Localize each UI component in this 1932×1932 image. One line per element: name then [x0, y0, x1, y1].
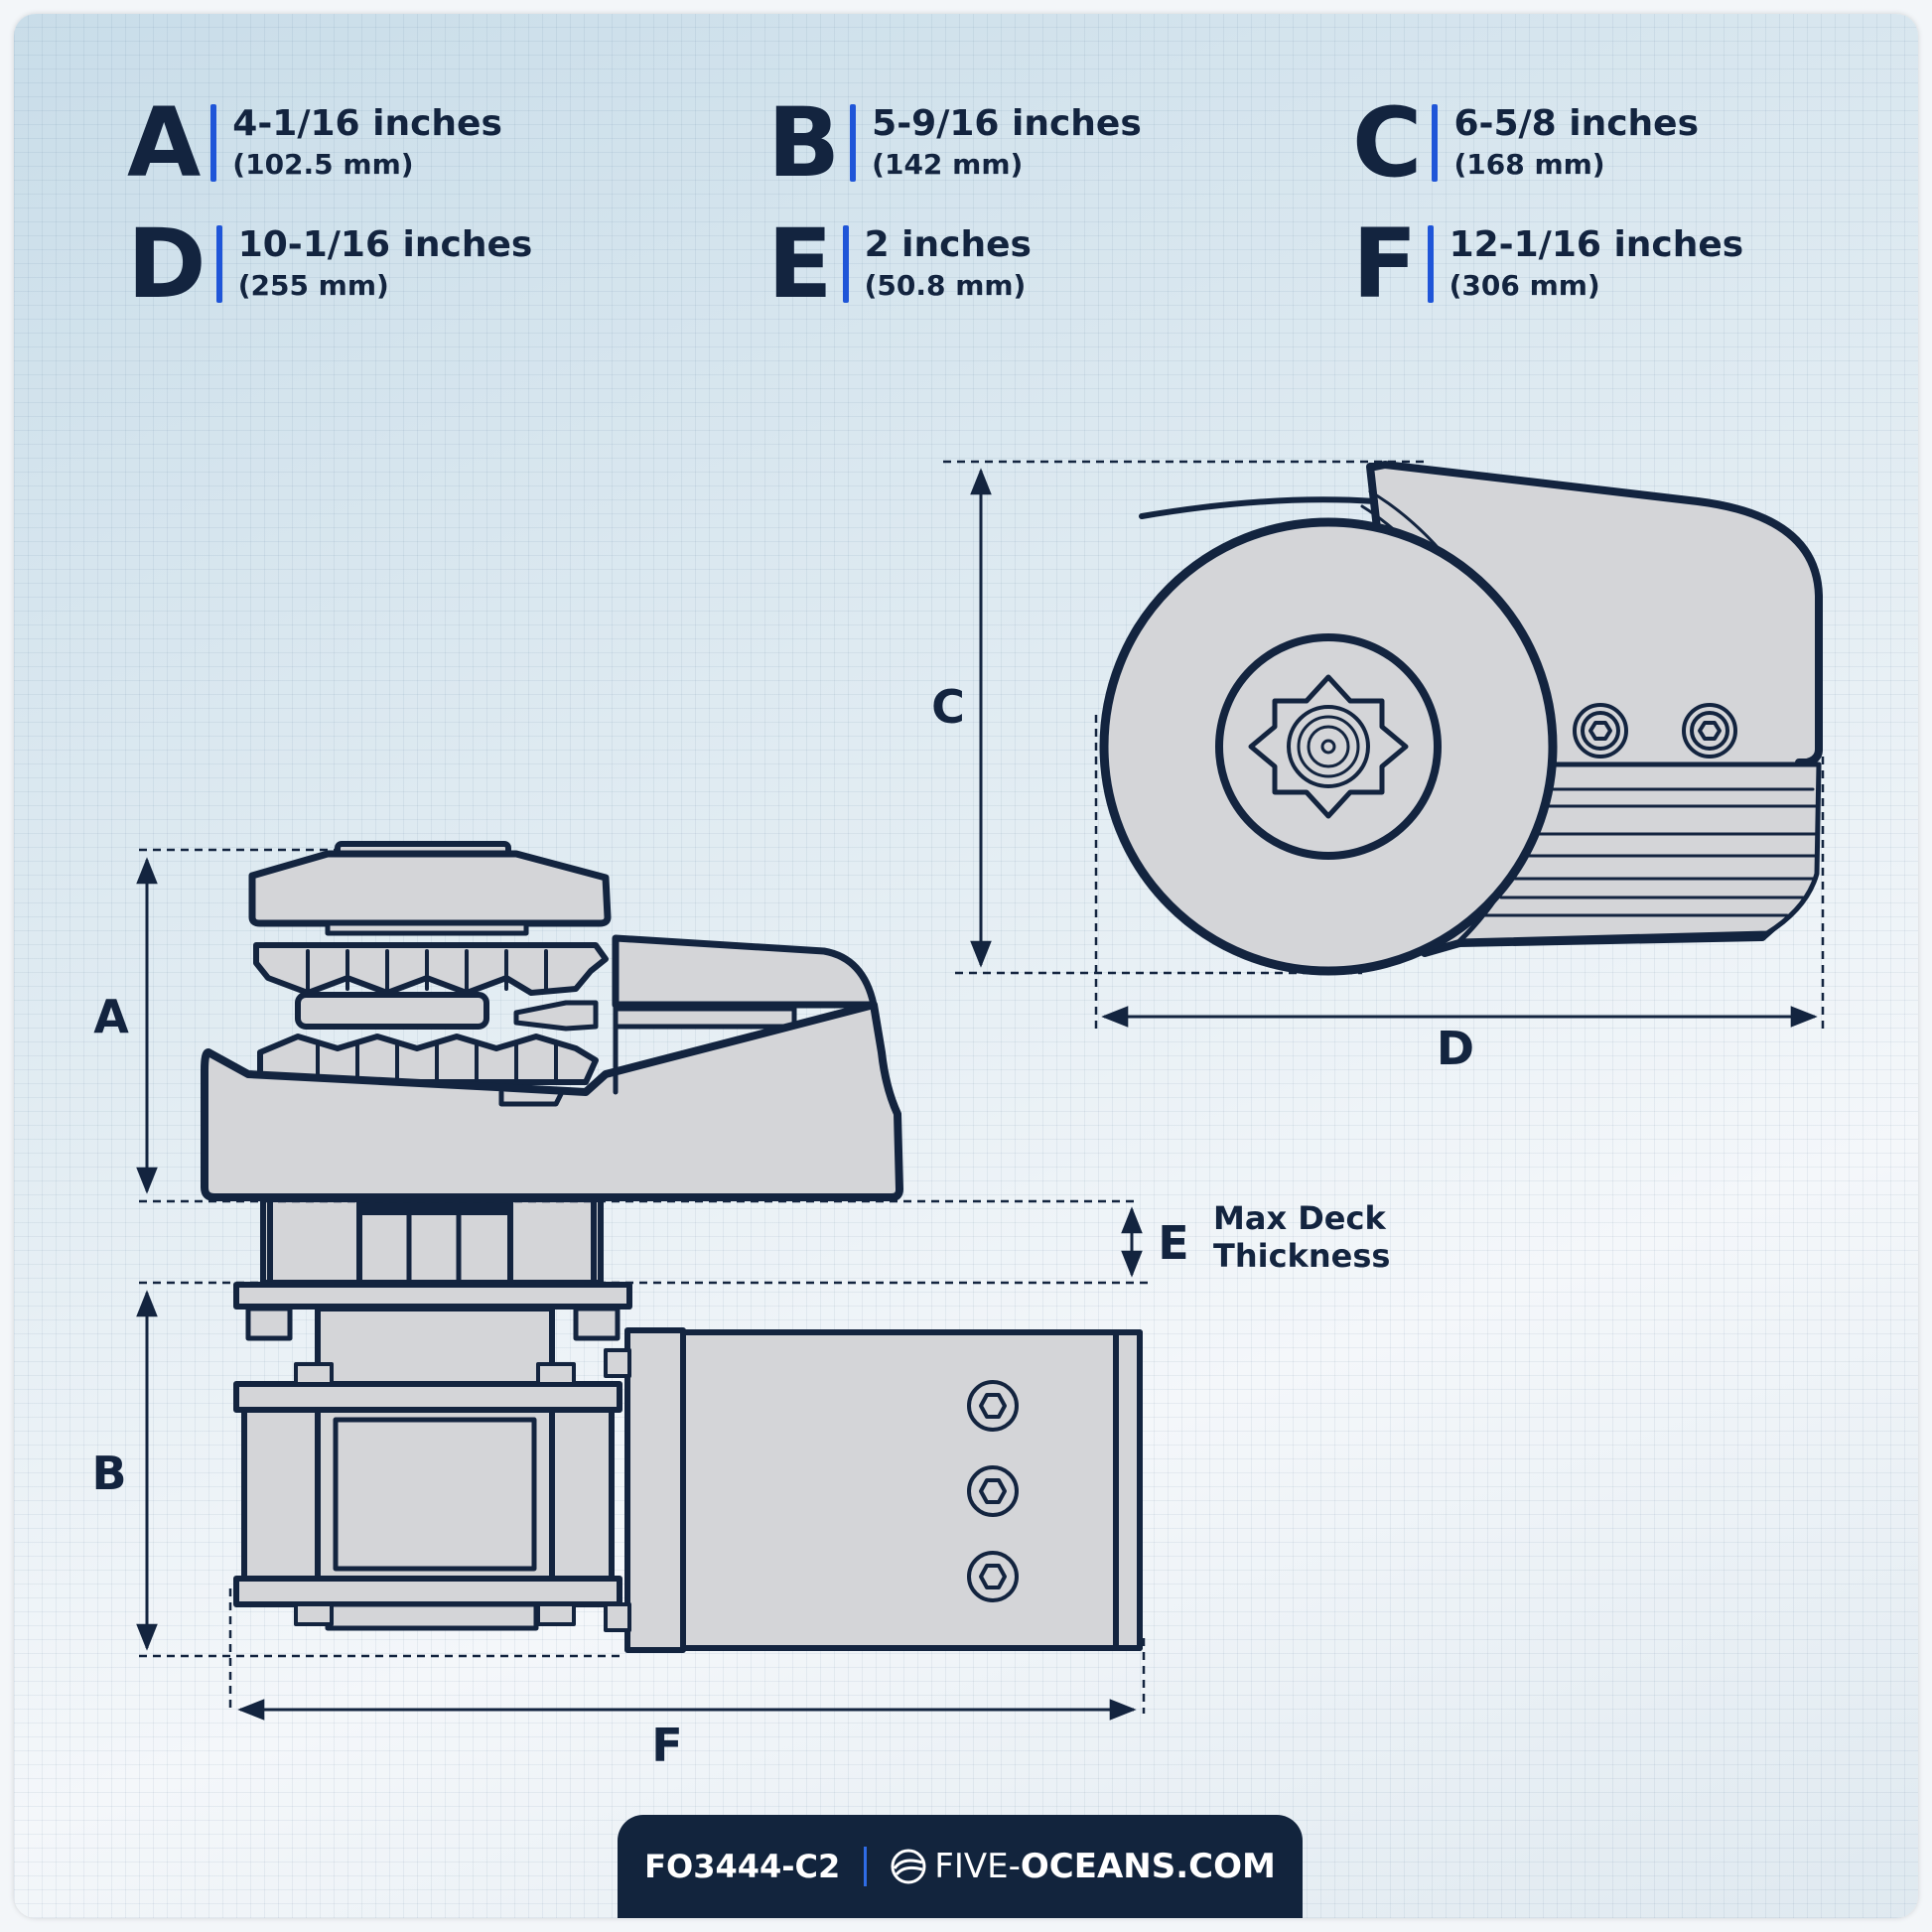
spec-letter: C: [1352, 87, 1422, 199]
spec-letter: A: [127, 87, 201, 199]
cap-stem: [325, 920, 529, 936]
housing-top: [1139, 496, 1378, 519]
hex-bolt: [967, 1465, 1019, 1517]
motor-tab: [604, 1602, 631, 1632]
dim-e: [139, 1206, 1148, 1285]
spec-letter: F: [1352, 208, 1418, 320]
spec-f: F 12-1/16 inches(306 mm): [1352, 208, 1744, 320]
hex-bolt: [967, 1551, 1019, 1602]
spec-inches: 10-1/16 inches: [237, 224, 533, 266]
rope-guide: [513, 1000, 599, 1032]
dim-label-d: D: [1437, 1022, 1474, 1075]
divider: [850, 104, 857, 182]
deck-note-line2: Thickness: [1213, 1237, 1390, 1275]
dim-label-b: B: [91, 1447, 126, 1500]
hex-bolt: [967, 1380, 1019, 1432]
spec-letter: B: [767, 87, 840, 199]
spec-letter: D: [127, 208, 207, 320]
divider: [210, 104, 217, 182]
spec-inches: 2 inches: [864, 224, 1032, 266]
spec-mm: (102.5 mm): [232, 148, 414, 181]
hex-bolt: [1682, 703, 1737, 759]
spec-d: D 10-1/16 inches(255 mm): [127, 208, 533, 320]
model-number: FO3444-C2: [644, 1848, 841, 1885]
brand-name-part2: OCEANS.COM: [1020, 1847, 1276, 1886]
motor-tab: [604, 1348, 631, 1378]
spec-mm: (168 mm): [1453, 148, 1605, 181]
wave-logo-icon: [891, 1849, 926, 1884]
divider: [215, 225, 222, 303]
nut: [245, 1306, 293, 1341]
spec-inches: 4-1/16 inches: [232, 103, 502, 145]
spec-mm: (306 mm): [1449, 269, 1600, 302]
dim-label-f: F: [651, 1719, 682, 1772]
spec-b: B 5-9/16 inches(142 mm): [767, 87, 1142, 199]
dim-f: [228, 1588, 1146, 1721]
spec-c: C 6-5/8 inches(168 mm): [1352, 87, 1700, 199]
gearbox-window: [333, 1417, 537, 1572]
divider: [1427, 225, 1434, 303]
deck-note-line1: Max Deck: [1213, 1199, 1386, 1237]
spec-letter: E: [767, 208, 833, 320]
top-cap: [248, 850, 612, 927]
drum-lip: [1110, 522, 1293, 697]
spec-inches: 6-5/8 inches: [1453, 103, 1700, 145]
spec-mm: (50.8 mm): [864, 269, 1027, 302]
dim-a: [136, 848, 1140, 1203]
shaft-center: [1320, 739, 1336, 755]
motor-body: [680, 1329, 1143, 1651]
side-view: [1099, 461, 1823, 976]
divider: [842, 225, 849, 303]
spec-e: E 2 inches(50.8 mm): [767, 208, 1032, 320]
dim-c: [943, 460, 1430, 975]
brand-name-part1: FIVE-: [934, 1847, 1021, 1886]
spec-mm: (255 mm): [237, 269, 389, 302]
divider: [1432, 104, 1439, 182]
fins: [1482, 787, 1819, 917]
gearbox-neck: [315, 1306, 555, 1387]
base-notch: [498, 1089, 565, 1107]
spec-inches: 12-1/16 inches: [1449, 224, 1744, 266]
motor-housing-top: [612, 934, 878, 1009]
dim-b: [136, 1290, 625, 1658]
nut: [573, 1306, 621, 1341]
motor-end: [1113, 1329, 1143, 1651]
rope-groove: [295, 992, 489, 1030]
gearbox-flange-bottom: [233, 1576, 622, 1607]
hex-bolt: [1573, 703, 1628, 759]
gearbox-flange-top: [233, 1381, 622, 1413]
footer-divider: [864, 1847, 868, 1886]
dim-label-e: E: [1158, 1216, 1188, 1270]
side-plate: [613, 1006, 797, 1030]
gypsy-teeth: [306, 949, 548, 991]
spec-a: A 4-1/16 inches(102.5 mm): [127, 87, 502, 199]
spec-mm: (142 mm): [872, 148, 1024, 181]
gearbox-foot: [325, 1601, 539, 1631]
dim-label-c: C: [931, 680, 965, 734]
front-view: [201, 841, 1143, 1653]
motor-collar: [624, 1327, 686, 1653]
lower-gypsy: [257, 1034, 599, 1085]
gypsy-teeth: [316, 1042, 558, 1082]
spec-inches: 5-9/16 inches: [872, 103, 1142, 145]
base-housing: [201, 1001, 903, 1201]
dim-d: [1094, 715, 1825, 1035]
dim-label-a: A: [93, 990, 129, 1043]
footer-badge: FO3444-C2 FIVE-OCEANS.COM: [618, 1815, 1303, 1918]
mount-plate: [233, 1282, 632, 1310]
